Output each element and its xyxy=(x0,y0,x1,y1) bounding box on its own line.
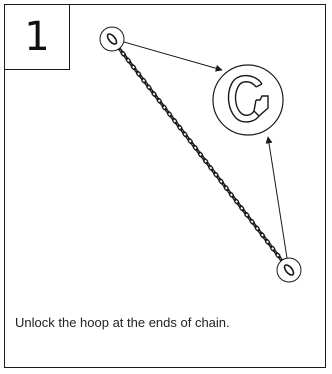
chain-link xyxy=(180,128,185,134)
chain-link xyxy=(269,245,276,252)
chain-link xyxy=(187,137,194,145)
chain-end-top xyxy=(99,26,125,52)
chain-link xyxy=(143,81,149,87)
chain-link xyxy=(249,218,255,225)
instruction-panel xyxy=(4,4,326,368)
chain-link xyxy=(252,222,258,228)
chain-link xyxy=(166,110,173,118)
chain-link xyxy=(257,228,263,235)
chain-link xyxy=(174,121,180,128)
chain-link xyxy=(146,84,152,91)
chain-link xyxy=(161,104,168,111)
chain-link xyxy=(159,101,165,107)
chain-link xyxy=(151,90,157,98)
chain-link xyxy=(164,108,170,114)
chain-link xyxy=(274,252,281,259)
chain-link xyxy=(120,50,127,57)
chain-link xyxy=(197,151,204,158)
chain-link xyxy=(130,63,137,71)
chain-link xyxy=(228,191,235,199)
chain-link xyxy=(221,181,227,188)
chain-link xyxy=(192,144,199,152)
carabiner-hoop-icon xyxy=(212,64,284,136)
chain-link xyxy=(140,77,147,84)
chain-link xyxy=(218,178,225,185)
chain-link xyxy=(200,155,206,161)
chain-link xyxy=(264,238,271,246)
chain-link xyxy=(133,67,139,74)
instruction-caption: Unlock the hoop at the ends of chain. xyxy=(15,315,230,330)
chain-link xyxy=(236,202,242,208)
chain-link xyxy=(238,205,245,212)
chain-icon xyxy=(115,43,286,266)
chain-link xyxy=(205,161,211,168)
chain-link xyxy=(182,131,188,138)
chain-link xyxy=(190,141,196,148)
chain-link xyxy=(244,211,250,219)
chain-link xyxy=(185,134,190,141)
chain-link xyxy=(272,249,278,255)
step-number-box: 1 xyxy=(4,4,70,70)
chain-end-bottom xyxy=(276,257,302,283)
chain-link xyxy=(213,171,219,178)
chain-link xyxy=(195,148,201,154)
chain-link xyxy=(223,184,230,192)
chain-link xyxy=(241,208,247,215)
chain-link xyxy=(254,225,261,232)
chain-link xyxy=(202,157,209,165)
chain-link xyxy=(169,114,175,121)
chain-link xyxy=(207,164,214,172)
chain-link xyxy=(125,57,132,64)
chain-link xyxy=(156,97,163,104)
chain-link xyxy=(247,215,252,222)
chain-link xyxy=(259,231,266,239)
chain-link xyxy=(135,70,142,78)
arrow-bottom xyxy=(265,136,288,259)
chain-link xyxy=(226,188,232,195)
chain-link xyxy=(177,124,183,131)
chain-link xyxy=(262,235,268,242)
chain-link xyxy=(231,195,237,201)
chain-link xyxy=(138,74,144,81)
chain-link xyxy=(123,54,129,60)
chain-link xyxy=(211,168,216,175)
step-number: 1 xyxy=(24,14,50,60)
chain-link xyxy=(171,117,178,125)
chain-link xyxy=(216,175,221,181)
chain-link xyxy=(267,242,273,248)
chain-link xyxy=(128,61,134,67)
chain-link xyxy=(149,87,154,94)
arrow-top xyxy=(123,41,223,72)
chain-link xyxy=(154,94,160,101)
chain-link xyxy=(233,198,240,205)
